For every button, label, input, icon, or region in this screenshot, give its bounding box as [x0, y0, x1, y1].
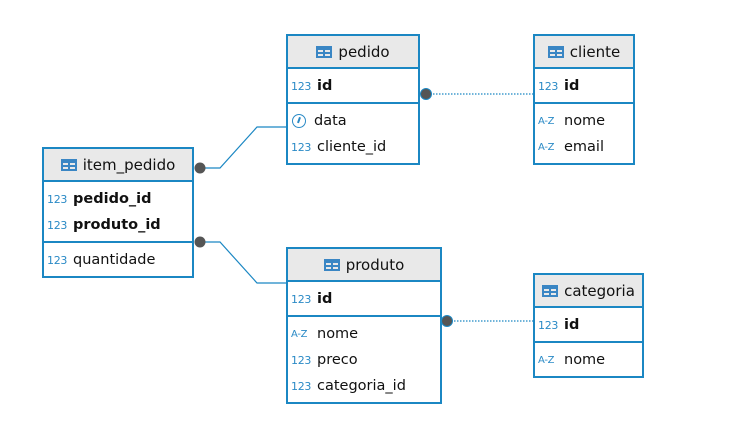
relation-endpoint-dot	[194, 162, 206, 174]
numeric-type-icon: 123	[47, 218, 68, 232]
column-row[interactable]: 123 categoria_id	[288, 373, 440, 399]
column-name: id	[564, 317, 580, 333]
text-type-icon: A-Z	[538, 115, 555, 127]
clock-icon	[292, 114, 306, 128]
column-name: produto_id	[73, 217, 161, 233]
relation-endpoint-dot	[441, 315, 453, 327]
table-icon	[60, 158, 77, 171]
entity-header[interactable]: categoria	[535, 275, 642, 308]
primary-key-section: 123 pedido_id 123 produto_id	[44, 182, 192, 243]
entity-header[interactable]: item_pedido	[44, 149, 192, 182]
relation-endpoint-dot	[420, 88, 432, 100]
column-row[interactable]: data	[288, 108, 418, 134]
columns-section: A-Z nome 123 preco 123 categoria_id	[288, 317, 440, 402]
primary-key-section: 123 id	[535, 69, 633, 104]
relation-endpoint-dot	[194, 236, 206, 248]
column-row[interactable]: 123 id	[288, 286, 440, 312]
column-name: preco	[317, 352, 358, 368]
text-type-icon: A-Z	[538, 354, 555, 366]
column-name: data	[314, 113, 347, 129]
column-name: nome	[564, 113, 606, 129]
column-name: categoria_id	[317, 378, 406, 394]
column-row[interactable]: 123 id	[535, 73, 633, 99]
text-type-icon: A-Z	[291, 328, 308, 340]
numeric-type-icon: 123	[291, 140, 312, 154]
numeric-type-icon: 123	[291, 379, 312, 393]
numeric-type-icon: 123	[538, 79, 559, 93]
columns-section: 123 quantidade	[44, 243, 192, 276]
column-row[interactable]: 123 pedido_id	[44, 186, 192, 212]
entity-title: pedido	[338, 42, 390, 61]
columns-section: A-Z nome	[535, 343, 642, 376]
entity-header[interactable]: pedido	[288, 36, 418, 69]
entity-title: categoria	[564, 281, 635, 300]
numeric-type-icon: 123	[291, 79, 312, 93]
column-row[interactable]: A-Z email	[535, 134, 633, 160]
column-name: cliente_id	[317, 139, 387, 155]
column-name: quantidade	[73, 252, 156, 268]
column-row[interactable]: A-Z nome	[535, 347, 642, 373]
column-row[interactable]: A-Z nome	[288, 321, 440, 347]
relation-item-pedido-pedido[interactable]	[200, 126, 287, 169]
entity-title: item_pedido	[82, 155, 176, 174]
numeric-type-icon: 123	[291, 292, 312, 306]
entity-header[interactable]: produto	[288, 249, 440, 282]
column-name: nome	[564, 352, 606, 368]
numeric-type-icon: 123	[47, 253, 68, 267]
column-row[interactable]: 123 id	[535, 312, 642, 338]
primary-key-section: 123 id	[288, 282, 440, 317]
table-icon	[542, 284, 559, 297]
column-name: nome	[317, 326, 359, 342]
column-row[interactable]: 123 quantidade	[44, 247, 192, 273]
entity-title: produto	[345, 255, 405, 274]
column-name: id	[317, 78, 333, 94]
table-icon	[323, 258, 340, 271]
numeric-type-icon: 123	[538, 318, 559, 332]
column-row[interactable]: 123 produto_id	[44, 212, 192, 238]
numeric-type-icon: 123	[47, 192, 68, 206]
primary-key-section: 123 id	[535, 308, 642, 343]
table-icon	[547, 45, 564, 58]
column-row[interactable]: A-Z nome	[535, 108, 633, 134]
entity-header[interactable]: cliente	[535, 36, 633, 69]
column-name: id	[317, 291, 333, 307]
column-name: email	[564, 139, 604, 155]
column-row[interactable]: 123 preco	[288, 347, 440, 373]
column-name: id	[564, 78, 580, 94]
numeric-type-icon: 123	[291, 353, 312, 367]
column-name: pedido_id	[73, 191, 152, 207]
primary-key-section: 123 id	[288, 69, 418, 104]
text-type-icon: A-Z	[538, 141, 555, 153]
column-row[interactable]: 123 id	[288, 73, 418, 99]
entity-item-pedido[interactable]: item_pedido 123 pedido_id 123 produto_id 123 q…	[42, 147, 194, 278]
entity-title: cliente	[569, 42, 621, 61]
relation-item-pedido-produto[interactable]	[200, 241, 287, 284]
column-row[interactable]: 123 cliente_id	[288, 134, 418, 160]
table-icon	[316, 45, 333, 58]
